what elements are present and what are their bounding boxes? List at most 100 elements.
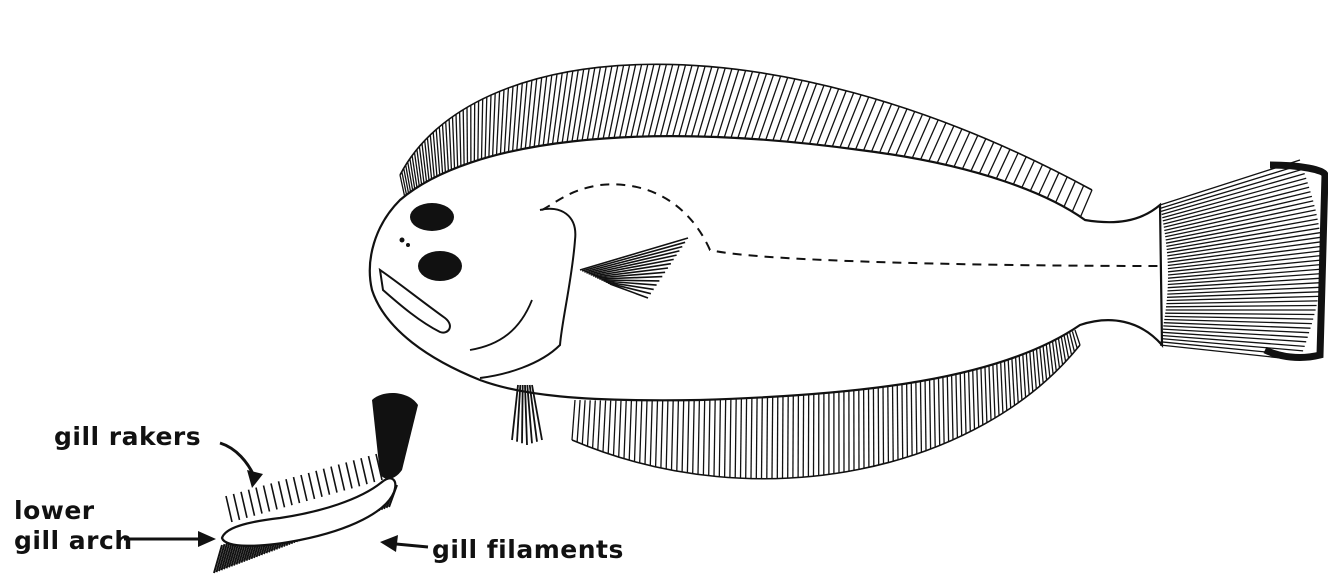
dorsal-fin-ray: [478, 101, 479, 166]
caudal-fin-dark-margin: [1265, 165, 1325, 357]
dorsal-fin-ray: [504, 88, 508, 160]
gill-raker: [361, 458, 367, 484]
gill-filaments-label: gill filaments: [432, 537, 624, 562]
anal-fin-ray: [888, 382, 889, 463]
lower-gill-arch-label-line1: lower: [14, 498, 95, 523]
anal-fin-ray: [730, 398, 731, 478]
anal-fin-ray: [1033, 348, 1036, 389]
anal-fin-ray: [1008, 356, 1011, 408]
anal-fin-ray: [661, 400, 663, 468]
dorsal-fin-ray: [500, 90, 504, 161]
gill-raker: [369, 456, 375, 482]
body-outline: [370, 136, 1162, 400]
anal-fin-ray: [956, 369, 958, 438]
dorsal-fin-ray: [460, 112, 461, 170]
anal-fin-ray: [878, 383, 879, 465]
anal-fin-ray: [656, 400, 658, 467]
anal-fin-ray: [772, 395, 773, 479]
caudal-fin-ray: [1165, 313, 1314, 314]
gill-raker: [339, 465, 345, 491]
anal-fin-ray: [762, 395, 763, 478]
anal-fin-ray: [582, 400, 585, 444]
anal-fin-ray: [997, 359, 999, 415]
gill-raker: [331, 467, 337, 493]
anal-fin-ray: [709, 399, 710, 476]
pelvic-fin-ray: [522, 385, 523, 443]
dorsal-fin-ray: [481, 99, 482, 165]
gill-raker: [309, 473, 315, 499]
lower-gill-arch: [222, 478, 395, 545]
pelvic-fin-ray: [525, 385, 527, 445]
gill-raker: [226, 496, 232, 522]
anal-fin-ray: [943, 372, 944, 444]
anal-fin-ray: [920, 376, 921, 452]
anal-fin-ray: [746, 397, 747, 479]
nostril-dot: [400, 238, 405, 243]
dorsal-fin-ray: [446, 122, 449, 175]
anal-fin-ray: [714, 398, 715, 476]
dorsal-fin-ray: [485, 97, 487, 164]
anal-fin-ray: [756, 396, 757, 479]
dorsal-fin-ray: [443, 124, 446, 176]
dorsal-fin-ray: [551, 73, 562, 153]
gill-raker: [264, 486, 270, 512]
gill-raker: [241, 492, 247, 518]
anal-fin-ray: [603, 401, 606, 452]
nostril-dot: [406, 243, 410, 247]
gill-raker: [249, 490, 255, 516]
anal-fin-ray: [788, 393, 789, 478]
caudal-fin-ray: [1161, 169, 1303, 211]
anal-fin-ray: [1023, 351, 1026, 397]
anal-fin-ray: [1019, 353, 1022, 401]
dorsal-fin-ray: [417, 149, 422, 187]
gill-raker: [279, 481, 285, 507]
anal-fin-ray: [952, 370, 954, 440]
anal-fin-ray: [930, 374, 931, 449]
dorsal-fin-ray: [1080, 190, 1092, 218]
caudal-fin: [1160, 160, 1325, 360]
anal-fin-ray: [902, 379, 903, 458]
anal-fin-ray: [677, 400, 679, 471]
anal-fin-ray: [672, 400, 674, 470]
anal-fin-ray: [640, 401, 642, 464]
anal-fin-ray: [907, 379, 908, 458]
caudal-fin-ray: [1165, 316, 1313, 319]
anal-fin-ray: [1046, 343, 1050, 377]
anal-fin-ray: [687, 399, 689, 472]
anal-fin-ray: [916, 377, 917, 454]
gill-raker: [271, 483, 277, 509]
anal-fin-ray: [1043, 344, 1047, 380]
gill-raker: [256, 488, 262, 514]
anal-fin-ray: [1030, 349, 1033, 392]
anal-fin-ray: [960, 368, 962, 436]
anal-fin-ray: [693, 399, 695, 473]
arrow-gill-rakers: [220, 443, 263, 488]
anal-fin-ray: [934, 374, 935, 448]
caudal-fin-ray: [1161, 165, 1302, 209]
dorsal-fin-ray: [449, 119, 452, 173]
anal-fin-ray: [977, 364, 979, 427]
anal-fin-ray: [703, 399, 704, 475]
anal-fin-ray: [650, 400, 652, 465]
dorsal-fin-ray: [463, 110, 464, 170]
anal-fin-ray: [719, 398, 720, 477]
gill-raker: [354, 460, 360, 486]
anal-fin-ray: [629, 401, 631, 461]
anal-fin-ray: [1001, 358, 1003, 413]
anal-fin-ray: [989, 361, 991, 420]
anal-fin-ray: [883, 382, 884, 464]
gill-rakers-label: gill rakers: [54, 424, 201, 449]
anal-fin-ray: [938, 373, 939, 446]
anal-fin-ray: [619, 401, 621, 458]
anal-fin-ray: [783, 394, 784, 479]
anal-fin-ray: [572, 400, 575, 440]
dorsal-fin-ray: [456, 114, 458, 171]
anal-fin-ray: [893, 381, 894, 461]
anal-fin-ray: [985, 362, 987, 423]
gill-raker: [286, 479, 292, 505]
anal-fin-ray: [981, 363, 983, 425]
anal-fin-ray: [973, 365, 975, 429]
caudal-fin-ray: [1166, 306, 1317, 307]
dorsal-fin-ray: [533, 78, 541, 155]
